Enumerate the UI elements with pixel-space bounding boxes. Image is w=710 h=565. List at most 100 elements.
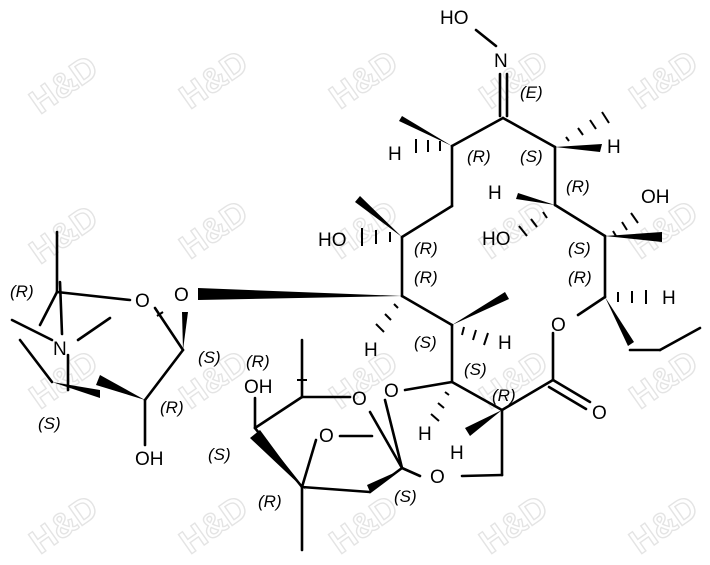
bond	[143, 348, 185, 402]
wedge-layer	[52, 116, 662, 492]
hash-bond	[542, 211, 548, 219]
hash-layer	[156, 111, 647, 422]
bond	[460, 473, 504, 478]
atom-cladinose-hydroxyl: OH	[244, 377, 273, 398]
stereo-cladinose-c1: (S)	[394, 487, 417, 506]
bond	[500, 378, 555, 412]
bond	[474, 28, 498, 48]
watermark: H&D	[323, 488, 405, 561]
bond-layer	[10, 28, 702, 552]
bond	[403, 380, 454, 392]
watermark: H&D	[23, 48, 105, 121]
stereo-cladinose-c3: (R)	[258, 492, 282, 511]
hash-bond	[384, 313, 392, 321]
watermark: H&D	[173, 43, 255, 116]
watermark: H&D	[473, 343, 555, 416]
bond	[300, 438, 318, 489]
atom-desosamine-hydroxyl: OH	[135, 449, 164, 470]
stereo-desosamine-c2: (R)	[160, 398, 184, 417]
watermark: H&D	[173, 488, 255, 561]
stereo-c11: (R)	[566, 177, 590, 196]
hash-bond	[565, 136, 570, 142]
atom-c3-hydrogen: H	[418, 424, 432, 445]
stereo-c6a: (R)	[414, 239, 438, 258]
bond	[18, 338, 54, 384]
hash-bond	[483, 332, 489, 346]
bond	[368, 410, 404, 470]
atom-c5-hydrogen: H	[364, 340, 378, 361]
bond	[547, 385, 588, 411]
hash-bond	[437, 402, 445, 409]
stereo-oxime: (E)	[520, 83, 543, 102]
wedge-bond	[52, 382, 100, 398]
stereo-desosamine-c3: (S)	[38, 414, 61, 433]
atom-cladinose-methoxy-oxygen: O	[319, 426, 334, 447]
watermark-layer: H&D H&D H&D H&D H&D H&D H&D H&D H&D H&D …	[22, 42, 706, 562]
atom-lactone-oxygen: O	[551, 315, 566, 336]
atom-acetal-oxygen: O	[430, 467, 445, 488]
stereo-c6b: (R)	[414, 268, 438, 287]
atom-cladinose-ring-oxygen: O	[352, 389, 367, 410]
wedge-bond	[250, 430, 302, 487]
wedge-bond	[182, 312, 188, 350]
bond	[400, 204, 454, 239]
bond	[450, 116, 505, 148]
bond	[450, 380, 504, 412]
stereo-desosamine-c5: (R)	[10, 282, 34, 301]
hash-bond	[430, 413, 440, 422]
bond	[658, 326, 702, 352]
stereo-cladinose-c4: (S)	[208, 445, 231, 464]
stereo-desosamine-c1: (S)	[198, 348, 221, 367]
watermark: H&D	[23, 198, 105, 271]
wedge-bond	[465, 410, 502, 436]
hash-bond	[461, 326, 465, 336]
hash-bond	[472, 329, 477, 341]
hash-bond	[518, 225, 528, 237]
hash-bond	[601, 111, 610, 124]
wedge-bond	[516, 193, 555, 205]
watermark: H&D	[23, 488, 105, 561]
atom-hydroxy-oxime: HO	[440, 8, 469, 29]
watermark: H&D	[623, 43, 705, 116]
atom-c13-hydrogen: H	[662, 288, 676, 309]
hash-bond	[577, 127, 584, 136]
stereo-label-layer: (E) (R) (S) (R) (S) (R) (R) (R) (S) (S) …	[10, 83, 592, 511]
hash-bond	[621, 221, 628, 231]
watermark: H&D	[473, 43, 555, 116]
hash-bond	[530, 218, 538, 228]
bond	[300, 485, 372, 494]
atom-oxime-nitrogen: N	[494, 51, 508, 72]
bond	[55, 290, 132, 302]
bond	[551, 378, 592, 404]
atom-c2-hydrogen: H	[450, 443, 464, 464]
watermark: H&D	[473, 488, 555, 561]
hash-bond	[393, 303, 399, 309]
atom-c5-oxygen: O	[174, 285, 189, 306]
bond	[553, 203, 607, 238]
stereo-c3: (S)	[464, 360, 487, 379]
atom-label-layer: HO N H H H HO OH HO O O H H H O O H H O …	[53, 8, 676, 488]
wedge-bond	[355, 196, 402, 237]
hash-bond	[375, 323, 385, 333]
stereo-c8: (R)	[467, 147, 491, 166]
hash-bond	[612, 230, 617, 237]
atom-c3-oxygen: O	[384, 381, 399, 402]
atom-c8-hydrogen: H	[388, 144, 402, 165]
wedge-bond	[555, 144, 602, 152]
bond	[400, 466, 422, 478]
bond	[400, 294, 454, 327]
atom-c6-hydroxyl: HO	[318, 230, 347, 251]
watermark: H&D	[323, 43, 405, 116]
stereo-c10: (S)	[520, 147, 543, 166]
atom-c4-hydrogen: H	[498, 333, 512, 354]
hash-bond	[444, 391, 450, 396]
bond	[501, 116, 557, 149]
hash-bond	[589, 119, 597, 130]
atom-desosamine-ring-oxygen: O	[135, 291, 150, 312]
hash-bond	[630, 212, 639, 224]
stereo-c13: (R)	[568, 268, 592, 287]
watermark: H&D	[173, 193, 255, 266]
wedge-bond	[605, 297, 634, 346]
